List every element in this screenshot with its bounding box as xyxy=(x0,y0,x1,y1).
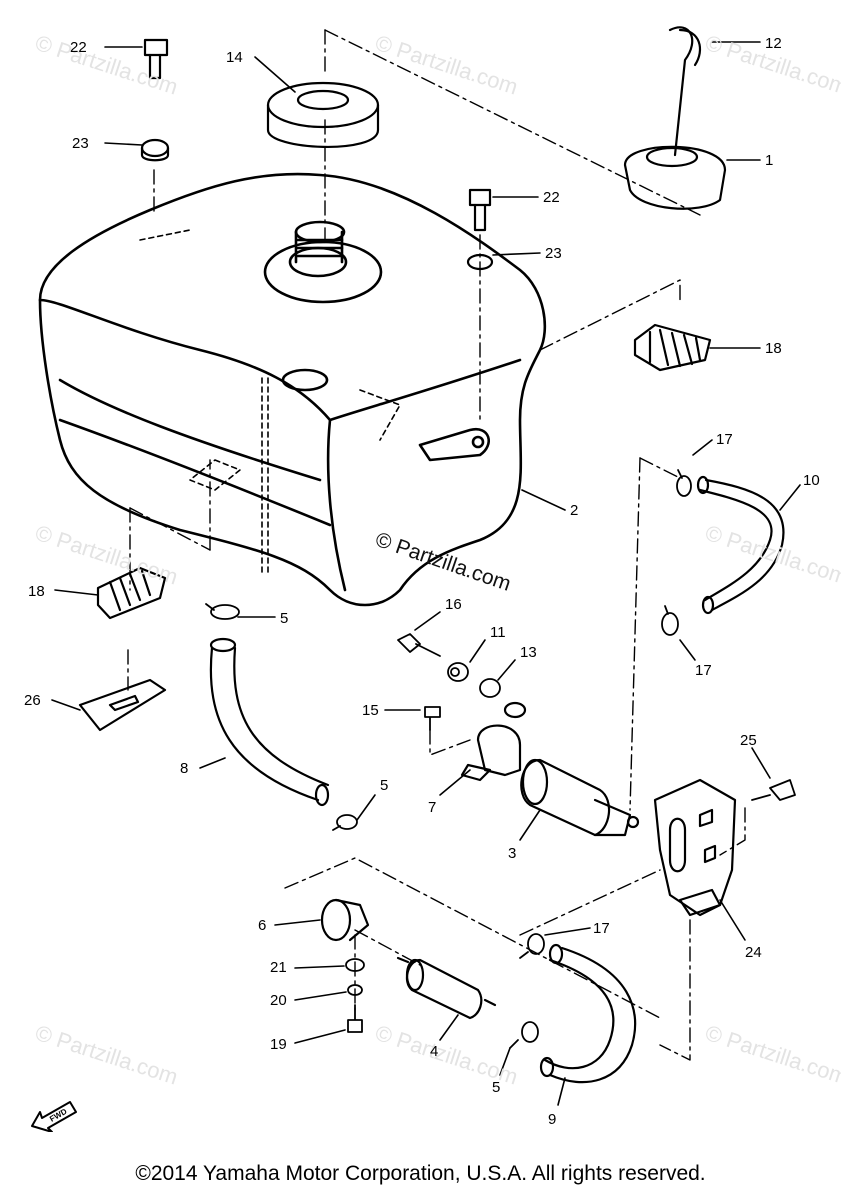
parts-diagram xyxy=(38,26,801,1106)
callout-23: 23 xyxy=(72,135,89,152)
callout-21: 21 xyxy=(270,959,287,976)
callout-5: 5 xyxy=(280,610,289,627)
callout-11: 11 xyxy=(490,624,506,641)
filler-ring xyxy=(266,81,380,149)
fuel-hose-10 xyxy=(696,475,785,615)
callout-14: 14 xyxy=(226,49,243,66)
fuel-hose-9 xyxy=(539,943,637,1084)
assembly-lines xyxy=(127,29,746,1061)
callout-23: 23 xyxy=(545,245,562,262)
callout-4: 4 xyxy=(430,1043,439,1060)
forward-arrow-icon: FWD xyxy=(30,1092,78,1137)
callout-13: 13 xyxy=(520,644,537,661)
pump-bracket xyxy=(653,778,737,917)
callout-17: 17 xyxy=(716,431,733,448)
hose-clamps xyxy=(205,469,692,1049)
fuel-tank xyxy=(38,172,547,607)
callout-8: 8 xyxy=(180,760,189,777)
callout-18: 18 xyxy=(765,340,782,357)
rubber-pad-left xyxy=(96,566,167,620)
callout-17: 17 xyxy=(593,920,610,937)
fuel-pump xyxy=(520,758,640,837)
callout-1: 1 xyxy=(765,152,774,169)
callout-3: 3 xyxy=(508,845,517,862)
small-hardware xyxy=(345,633,796,1033)
callout-16: 16 xyxy=(445,596,462,613)
callout-22: 22 xyxy=(70,39,87,56)
fuel-hose-8 xyxy=(209,637,330,807)
bolt-upper-left xyxy=(140,38,170,162)
callout-10: 10 xyxy=(803,472,820,489)
bracket-plate xyxy=(78,678,167,732)
callout-25: 25 xyxy=(740,732,757,749)
callout-2: 2 xyxy=(570,502,579,519)
copyright-notice: ©2014 Yamaha Motor Corporation, U.S.A. A… xyxy=(135,1162,706,1185)
hidden-lines xyxy=(139,229,401,576)
callout-19: 19 xyxy=(270,1036,287,1053)
callout-6: 6 xyxy=(258,917,267,934)
callout-15: 15 xyxy=(362,702,379,719)
leader-lines xyxy=(51,41,801,1106)
rubber-pad-right xyxy=(633,323,712,372)
callout-17: 17 xyxy=(695,662,712,679)
pump-clamp xyxy=(460,701,527,782)
callout-24: 24 xyxy=(745,944,762,961)
callout-22: 22 xyxy=(543,189,560,206)
callout-7: 7 xyxy=(428,799,437,816)
callout-20: 20 xyxy=(270,992,287,1009)
callout-12: 12 xyxy=(765,35,782,52)
callout-26: 26 xyxy=(24,692,41,709)
bolt-upper-right xyxy=(466,188,494,271)
callout-18: 18 xyxy=(28,583,45,600)
fuel-cap xyxy=(623,26,727,210)
filter-holder xyxy=(320,898,370,942)
callout-5: 5 xyxy=(380,777,389,794)
callout-9: 9 xyxy=(548,1111,557,1128)
callout-5: 5 xyxy=(492,1079,501,1096)
fuel-filter xyxy=(396,956,497,1020)
